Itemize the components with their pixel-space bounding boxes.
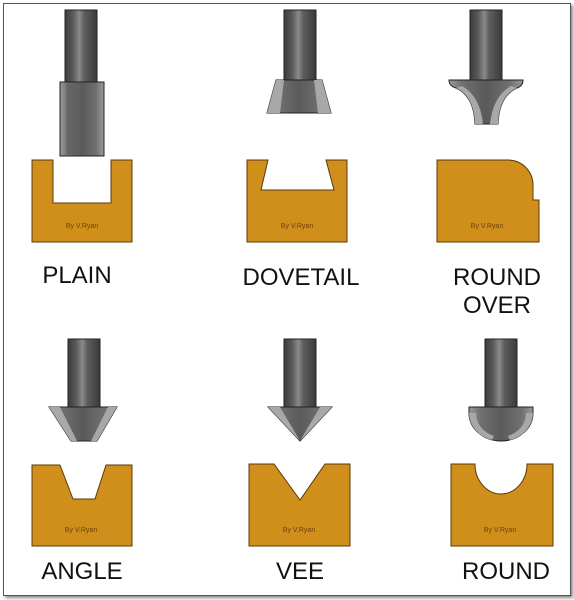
roundover-credit: By V.Ryan — [470, 223, 504, 230]
plain-credit: By V.Ryan — [65, 223, 99, 230]
roundover-caption: ROUND OVER — [453, 264, 541, 319]
vee-credit: By V.Ryan — [282, 527, 316, 534]
round-workpiece — [450, 463, 554, 547]
round-caption: ROUND — [462, 558, 550, 585]
dovetail-caption: DOVETAIL — [242, 264, 360, 291]
vee-bit — [266, 338, 334, 442]
dovetail-workpiece — [246, 159, 348, 243]
roundover-bit — [448, 9, 524, 125]
round-bit — [468, 338, 534, 442]
dovetail-credit: By V.Ryan — [280, 223, 314, 230]
angle-caption: ANGLE — [41, 558, 123, 585]
dovetail-bit — [266, 9, 332, 114]
vee-workpiece — [248, 463, 351, 547]
plain-caption: PLAIN — [42, 262, 112, 289]
angle-bit — [48, 338, 118, 442]
round-credit: By V.Ryan — [483, 527, 517, 534]
plain-workpiece — [31, 159, 133, 243]
angle-credit: By V.Ryan — [64, 527, 98, 534]
plain-bit — [59, 9, 105, 157]
vee-caption: VEE — [275, 558, 325, 585]
angle-workpiece — [31, 464, 133, 547]
roundover-workpiece — [436, 159, 540, 243]
